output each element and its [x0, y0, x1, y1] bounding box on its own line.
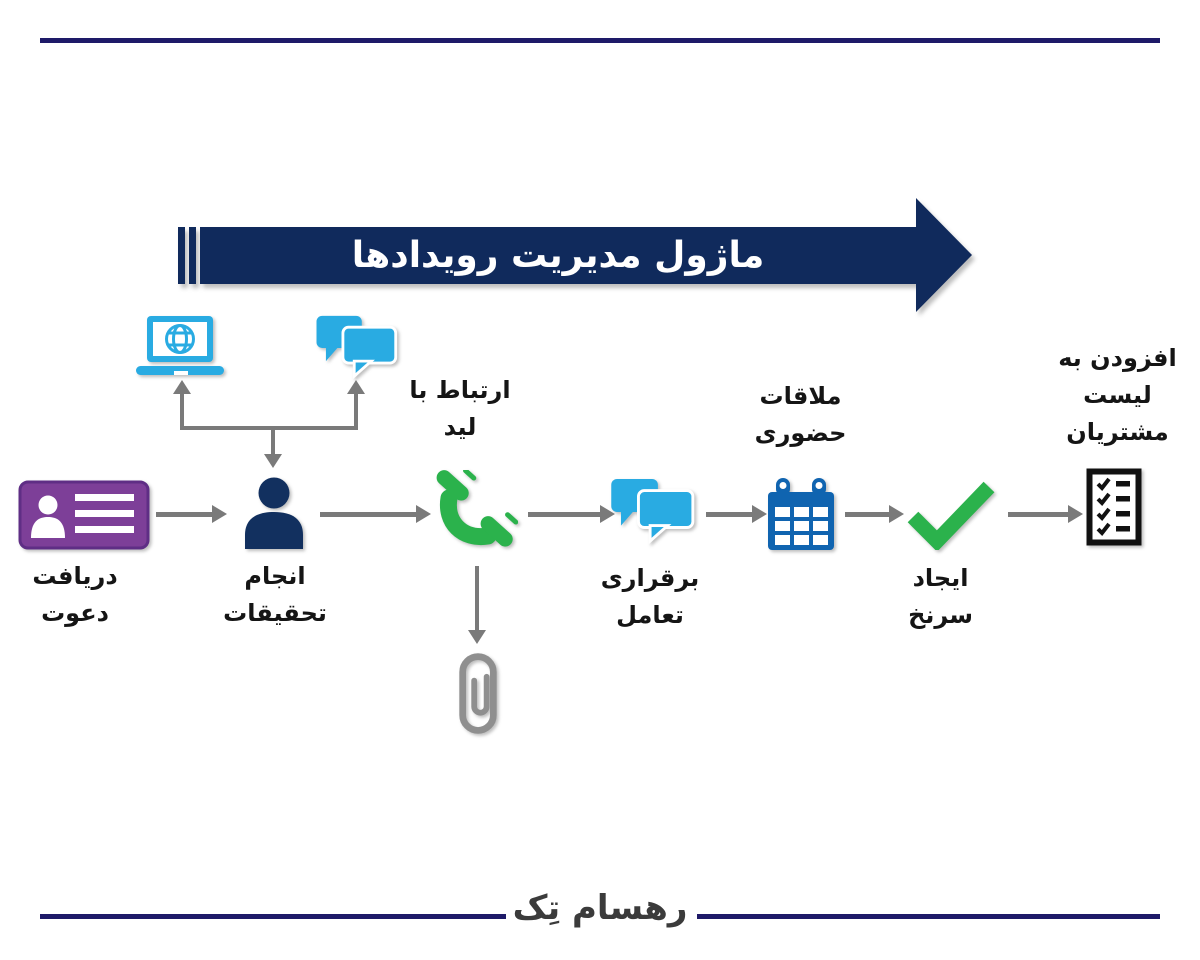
flow-arrow-line	[528, 512, 600, 517]
laptop-globe-icon	[130, 316, 230, 378]
branch-horizontal-line	[180, 426, 358, 430]
branch-left-stem	[180, 392, 184, 428]
company-logo: رهسام تِک	[512, 888, 688, 928]
step-label-receive-invitation: دریافت دعوت	[32, 562, 118, 627]
step-label-in-person-meeting: ملاقات حضوری	[754, 382, 847, 447]
top-rule	[40, 38, 1160, 43]
step-label-establish-interaction: برقراری تعامل	[600, 564, 700, 629]
branch-right-stem	[354, 392, 358, 428]
banner-arrow: ماژول مدیریت رویدادها	[178, 198, 978, 312]
branch-center-arrowhead	[264, 454, 282, 468]
chat-bubbles-icon	[610, 477, 698, 545]
flow-arrow-line	[1008, 512, 1068, 517]
banner-title: ماژول مدیریت رویدادها	[351, 235, 765, 276]
flow-arrow-line	[845, 512, 889, 517]
calendar-icon	[766, 476, 836, 552]
step-label-conduct-research: انجام تحقیقات	[223, 562, 327, 627]
flow-arrowhead	[889, 505, 904, 523]
flow-arrowhead	[212, 505, 227, 523]
flow-arrow-line	[156, 512, 212, 517]
checklist-icon	[1086, 468, 1142, 546]
flow-arrowhead	[416, 505, 431, 523]
flow-arrowhead	[1068, 505, 1083, 523]
step-label-contact-lead: ارتباط با لید	[409, 376, 511, 441]
banner-arrowhead	[916, 198, 972, 312]
branch-left-arrowhead	[173, 380, 191, 394]
bottom-rule-right	[697, 914, 1160, 919]
person-icon	[240, 477, 308, 549]
id-card-icon	[18, 480, 150, 550]
attachment-stem	[475, 566, 479, 630]
chat-bubbles-icon	[315, 314, 401, 380]
banner-body	[200, 227, 916, 284]
branch-right-arrowhead	[347, 380, 365, 394]
bottom-rule-left	[40, 914, 506, 919]
phone-icon	[432, 470, 518, 558]
flow-arrowhead	[752, 505, 767, 523]
banner-tail-bar	[189, 227, 196, 284]
attachment-arrowhead	[468, 630, 486, 644]
step-label-add-to-customer-list: افزودن به لیست مشتریان	[1058, 344, 1177, 446]
flow-arrow-line	[706, 512, 752, 517]
checkmark-icon	[905, 480, 997, 550]
paperclip-icon	[455, 650, 501, 738]
flow-arrow-line	[320, 512, 416, 517]
banner-tail-bar	[178, 227, 185, 284]
branch-center-stem	[271, 430, 275, 456]
step-label-create-lead: ایجاد سرنخ	[908, 564, 973, 629]
flow-arrowhead	[600, 505, 615, 523]
